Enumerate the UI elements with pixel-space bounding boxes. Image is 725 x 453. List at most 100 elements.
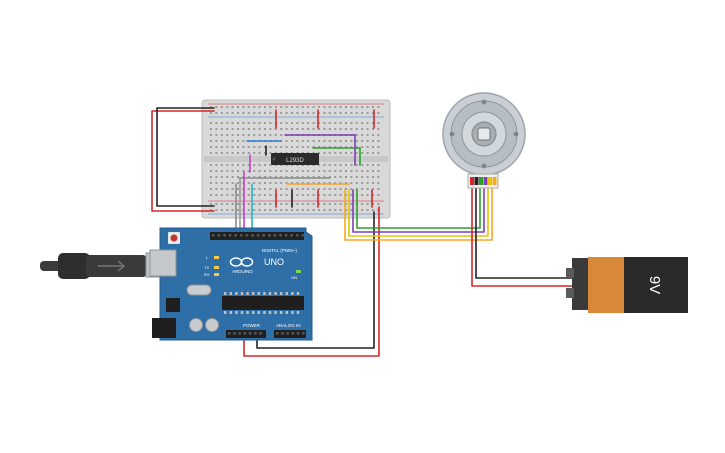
hole <box>280 122 283 124</box>
hole <box>366 182 369 184</box>
hole <box>226 140 229 142</box>
hole <box>328 140 331 142</box>
hole <box>259 332 262 335</box>
hole <box>307 122 310 124</box>
hole <box>372 182 374 184</box>
hole <box>226 134 229 136</box>
hole <box>291 188 293 190</box>
hole <box>247 170 250 172</box>
hole <box>285 194 288 196</box>
hole <box>350 112 353 114</box>
arduino-board[interactable]: DIGITAL (PWM~) ARDUINO UNO L TX RX ON PO… <box>149 227 313 341</box>
hole <box>264 176 266 178</box>
hole <box>258 203 261 205</box>
hole <box>345 140 347 142</box>
hole <box>210 209 212 211</box>
hole <box>291 122 293 124</box>
hole <box>264 170 266 172</box>
hole <box>215 106 218 108</box>
hole <box>238 332 241 335</box>
hole <box>274 170 277 172</box>
hole <box>291 170 293 172</box>
hole <box>296 234 299 237</box>
hole <box>296 311 300 314</box>
l-led-label: L <box>206 255 209 260</box>
hole <box>237 128 239 130</box>
hole <box>291 332 295 335</box>
battery-icon[interactable]: 9V <box>566 257 688 313</box>
hole <box>210 112 212 114</box>
hole <box>215 112 218 114</box>
hole <box>226 170 229 172</box>
hole <box>366 194 369 196</box>
hole <box>296 203 299 205</box>
hole <box>210 140 212 142</box>
hole <box>339 209 342 211</box>
hole <box>339 188 342 190</box>
hole <box>334 188 337 190</box>
hole <box>228 332 231 335</box>
hole <box>220 203 223 205</box>
hole <box>220 134 223 136</box>
hole <box>264 164 266 166</box>
hole <box>361 176 364 178</box>
hole <box>366 170 369 172</box>
hole <box>215 128 218 130</box>
hole <box>269 112 272 114</box>
hole <box>285 209 288 211</box>
hole <box>323 146 326 148</box>
hole <box>286 332 289 335</box>
hole <box>296 106 299 108</box>
hole <box>328 164 331 166</box>
hole <box>285 128 288 130</box>
hole <box>377 146 380 148</box>
hole <box>339 152 342 154</box>
hole <box>350 106 353 108</box>
arduino-logo-icon <box>229 257 254 267</box>
hole <box>258 106 261 108</box>
hole <box>301 170 304 172</box>
hole <box>269 188 272 190</box>
driver-ic[interactable]: L293D <box>271 153 319 165</box>
hole <box>237 122 239 124</box>
hole <box>301 112 304 114</box>
hole <box>334 106 337 108</box>
hole <box>231 134 234 136</box>
hole <box>291 146 293 148</box>
hole <box>231 170 234 172</box>
hole <box>377 122 380 124</box>
hole <box>323 203 326 205</box>
hole <box>274 209 277 211</box>
hole <box>307 140 310 142</box>
hole <box>235 292 238 295</box>
hole <box>210 122 212 124</box>
hole <box>274 146 277 148</box>
hole <box>285 146 288 148</box>
hole <box>290 234 293 237</box>
hole <box>361 122 364 124</box>
hole <box>296 188 299 190</box>
hole <box>242 146 245 148</box>
hole <box>280 182 283 184</box>
hole <box>323 140 326 142</box>
hole <box>258 146 261 148</box>
hole <box>280 112 283 114</box>
motor-icon[interactable] <box>442 92 526 189</box>
hole <box>231 194 234 196</box>
hole <box>247 182 250 184</box>
hole <box>366 106 369 108</box>
hole <box>264 203 266 205</box>
hole <box>323 176 326 178</box>
hole <box>345 152 347 154</box>
hole <box>231 146 234 148</box>
hole <box>253 112 256 114</box>
wire-orange-encoder <box>344 187 493 241</box>
hole <box>312 203 315 205</box>
hole <box>345 164 347 166</box>
hole <box>215 188 218 190</box>
hole <box>263 292 266 295</box>
hole <box>339 122 342 124</box>
hole <box>229 292 232 295</box>
hole <box>253 128 256 130</box>
hole <box>345 122 347 124</box>
